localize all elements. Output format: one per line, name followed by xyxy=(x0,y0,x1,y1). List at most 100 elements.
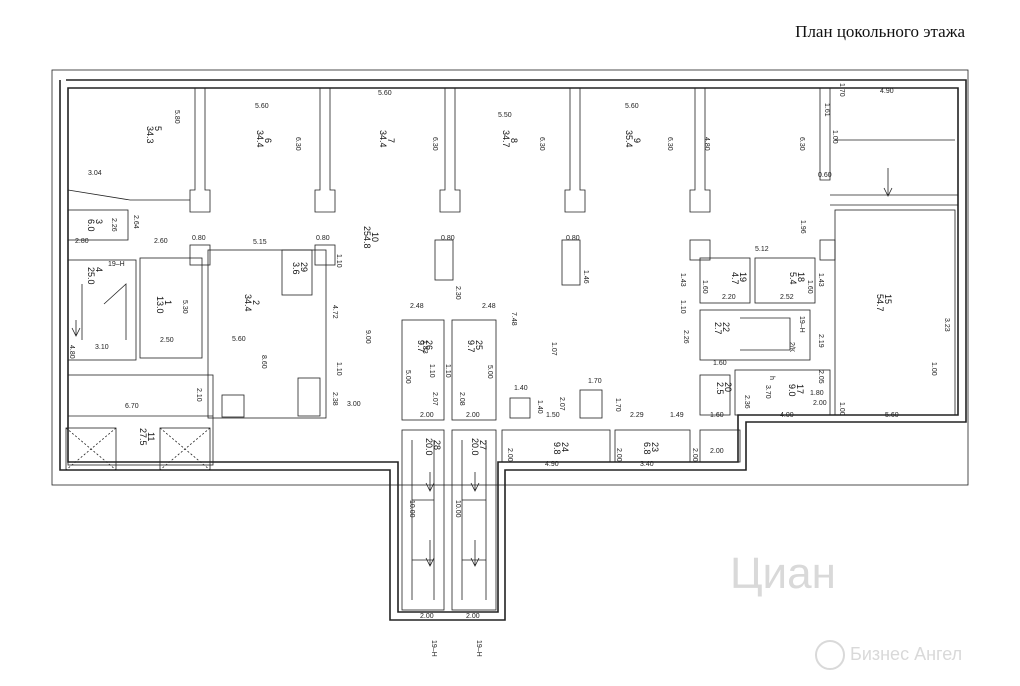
dim-label: 1.49 xyxy=(670,412,684,419)
dim-label: 2.52 xyxy=(780,294,794,301)
room-number: 17 xyxy=(795,384,805,394)
room-number: 8 xyxy=(509,138,519,143)
room-area: 9.7 xyxy=(416,340,426,353)
dimension-labels: 5.80 3.04 5.60 5.60 5.50 5.60 4.90 6.30 … xyxy=(68,83,950,620)
room-area: 34.7 xyxy=(501,130,511,148)
dim-label: 1.70 xyxy=(614,398,621,412)
dim-label: 2.00 xyxy=(813,400,827,407)
dim-label: 1.70 xyxy=(588,378,602,385)
dim-label: 6.30 xyxy=(294,137,301,151)
tag-2k: 2/К xyxy=(788,342,795,353)
dim-label: 2.00 xyxy=(506,448,513,462)
dim-label: 5.60 xyxy=(378,90,392,97)
dim-label: 1.60 xyxy=(713,360,727,367)
dim-label: 6.30 xyxy=(431,137,438,151)
dim-label: 1.40 xyxy=(536,400,543,414)
dim-label: 3.04 xyxy=(88,170,102,177)
dim-label: 1.60 xyxy=(806,280,813,294)
dim-label: 5.00 xyxy=(404,370,411,384)
dim-label: 4.72 xyxy=(331,305,338,319)
dim-label: 4.80 xyxy=(68,345,75,359)
tag-19h: 19–Н xyxy=(798,316,805,333)
dim-label: 1.43 xyxy=(679,273,686,287)
dim-label: 2.38 xyxy=(331,392,338,406)
dim-label: 1.40 xyxy=(514,385,528,392)
room-number: 6 xyxy=(263,138,273,143)
dim-label: 2.48 xyxy=(410,303,424,310)
room-number: 23 xyxy=(650,442,660,452)
dim-label: 1.80 xyxy=(810,390,824,397)
dim-label: 2.19 xyxy=(817,334,824,348)
dim-label: 0.80 xyxy=(316,235,330,242)
room-area: 6.8 xyxy=(642,442,652,455)
dim-label: 1.46 xyxy=(582,270,589,284)
dim-label: 9.00 xyxy=(364,330,371,344)
dim-label: 2.36 xyxy=(743,395,750,409)
dim-label: 4.90 xyxy=(545,461,559,468)
room-area: 20.0 xyxy=(424,438,434,456)
room-area: 27.5 xyxy=(138,428,148,446)
dim-label: 3.40 xyxy=(640,461,654,468)
room-number: 11 xyxy=(146,432,156,441)
room-number: 29 xyxy=(299,262,309,272)
dim-label: 5.00 xyxy=(486,365,493,379)
left-rooms xyxy=(65,209,327,471)
right-rooms xyxy=(699,209,956,416)
room-number: 26 xyxy=(424,340,434,350)
dim-label: 2.80 xyxy=(75,238,89,245)
room-number: 15 xyxy=(883,294,893,304)
dim-label: 2.07 xyxy=(431,392,438,406)
dim-label: 3.23 xyxy=(943,318,950,332)
dim-label: 1.10 xyxy=(335,362,342,376)
room-number: 19 xyxy=(738,272,748,282)
dim-label: 1.00 xyxy=(930,362,937,376)
room-area: 3.6 xyxy=(291,262,301,275)
dim-label: 0.80 xyxy=(192,235,206,242)
dim-label: 1.00 xyxy=(831,130,838,144)
room-number: 1 xyxy=(163,300,173,305)
dim-label: 1.60 xyxy=(710,412,724,419)
room-area: 2.5 xyxy=(715,382,725,395)
dim-label: 1.10 xyxy=(335,254,342,268)
dim-label: 5.60 xyxy=(625,103,639,110)
dim-label: 0.80 xyxy=(566,235,580,242)
plan-title: План цокольного этажа xyxy=(795,22,965,41)
stair-arrows xyxy=(71,168,893,567)
room-number: 24 xyxy=(560,442,570,452)
dim-label: 1.70 xyxy=(838,83,845,97)
dim-label: 2.00 xyxy=(420,412,434,419)
room-number: 20 xyxy=(723,382,733,392)
dim-label: 2.48 xyxy=(482,303,496,310)
dim-label: 6.70 xyxy=(125,403,139,410)
tag-19h: 19–Н xyxy=(430,640,437,657)
dim-label: 2.00 xyxy=(691,448,698,462)
room-area: 9.7 xyxy=(466,340,476,353)
room-area: 254.8 xyxy=(362,226,372,249)
dim-label: 1.60 xyxy=(701,280,708,294)
room-area: 6.0 xyxy=(86,219,96,232)
watermark-logo-icon xyxy=(815,640,845,670)
dim-label: 2.30 xyxy=(454,286,461,300)
watermark-brand: Бизнес Ангел xyxy=(850,644,962,664)
vent-shafts xyxy=(221,377,603,419)
tag-19h: 19–Н xyxy=(108,261,125,268)
room-area: 54.7 xyxy=(875,294,885,312)
room-area: 2.7 xyxy=(713,322,723,335)
dim-label: 2.29 xyxy=(630,412,644,419)
dim-label: 2.26 xyxy=(682,330,689,344)
room-number: 9 xyxy=(632,138,642,143)
room-area: 9.0 xyxy=(787,384,797,397)
dim-label: 1.10 xyxy=(428,364,435,378)
dim-label: 10.00 xyxy=(454,500,461,518)
room-area: 35.4 xyxy=(624,130,634,148)
dim-label: 2.00 xyxy=(420,613,434,620)
dim-label: 5.60 xyxy=(255,103,269,110)
dim-label: 2.60 xyxy=(154,238,168,245)
dim-label: 2.50 xyxy=(160,337,174,344)
dim-label: 3.00 xyxy=(347,401,361,408)
dim-label: 5.12 xyxy=(755,246,769,253)
top-partitions xyxy=(67,88,958,213)
room-labels: 5 34.3 6 34.4 7 34.4 8 34.7 9 35.4 10 25… xyxy=(86,126,893,456)
frame xyxy=(51,69,969,486)
